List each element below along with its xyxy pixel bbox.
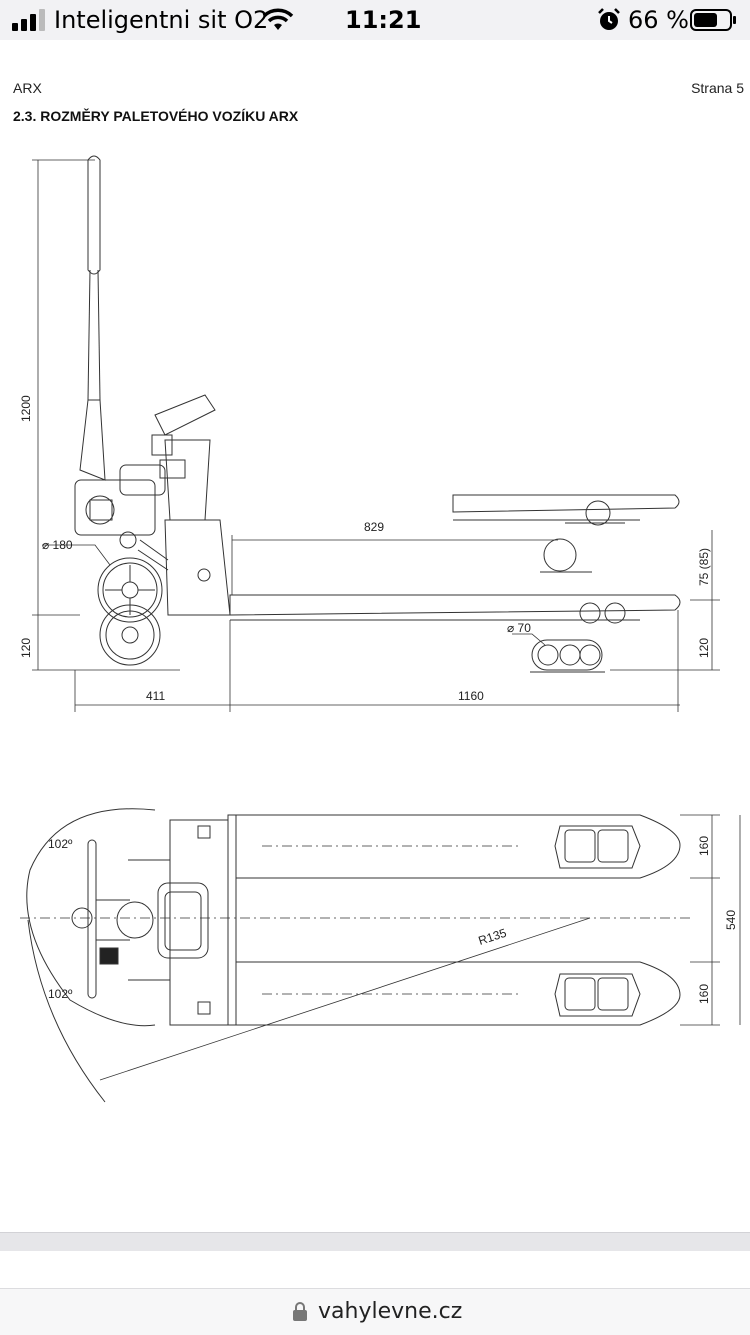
dim-angle-bottom: 102º [48, 987, 73, 1001]
status-bar: Inteligentni sit O2 11:21 66 % [0, 0, 750, 40]
dim-clearance-right: 120 [697, 638, 711, 658]
steer-wheel-lowered [99, 604, 161, 666]
dim-lift: 75 (85) [697, 548, 711, 586]
document-header-left: ARX [13, 80, 42, 96]
address-bar[interactable] [0, 1288, 750, 1335]
handle-grip [87, 155, 101, 275]
signal-icon [12, 9, 45, 31]
dim-total-width: 540 [724, 910, 738, 930]
lowered-fork [229, 594, 681, 616]
battery-icon [690, 9, 736, 31]
section-title: 2.3. ROZMĚRY PALETOVÉHO VOZÍKU ARX [13, 108, 299, 124]
dim-handle-height: 1200 [19, 395, 33, 422]
tandem-rollers [531, 639, 603, 671]
tiller-bar [87, 839, 97, 999]
dim-wheel-diameter: ⌀ 180 [42, 538, 73, 552]
steer-wheel [97, 557, 163, 623]
fork-bottom [235, 961, 681, 1026]
wifi-icon [262, 8, 294, 30]
dim-angle-top: 102º [48, 837, 73, 851]
document-page-number: Strana 5 [691, 80, 744, 96]
carrier-name: Inteligentni sit O2 [54, 6, 269, 34]
dim-chassis-length: 411 [146, 689, 165, 703]
dim-fork-span: 829 [364, 520, 384, 534]
dim-turn-radius: R135 [477, 926, 509, 948]
clock-time: 11:21 [345, 6, 422, 34]
alarm-icon [598, 8, 620, 30]
dim-fork-length: 1160 [458, 689, 484, 703]
dim-roller-diameter: ⌀ 70 [507, 621, 531, 635]
indicator-head [154, 394, 216, 436]
dim-clearance-left: 120 [19, 638, 33, 658]
lock-icon [293, 1302, 307, 1321]
battery-percent: 66 % [628, 6, 689, 34]
address-bar-url[interactable]: vahylevne.cz [318, 1299, 463, 1324]
raised-fork [452, 494, 680, 513]
fork-top [235, 814, 681, 879]
dim-fork-width-top: 160 [697, 836, 711, 856]
page-divider [0, 1232, 750, 1251]
technical-drawing: 1200 ⌀ 180 829 75 (85) ⌀ 70 120 120 411 … [19, 155, 741, 1103]
dim-fork-width-bottom: 160 [697, 984, 711, 1004]
